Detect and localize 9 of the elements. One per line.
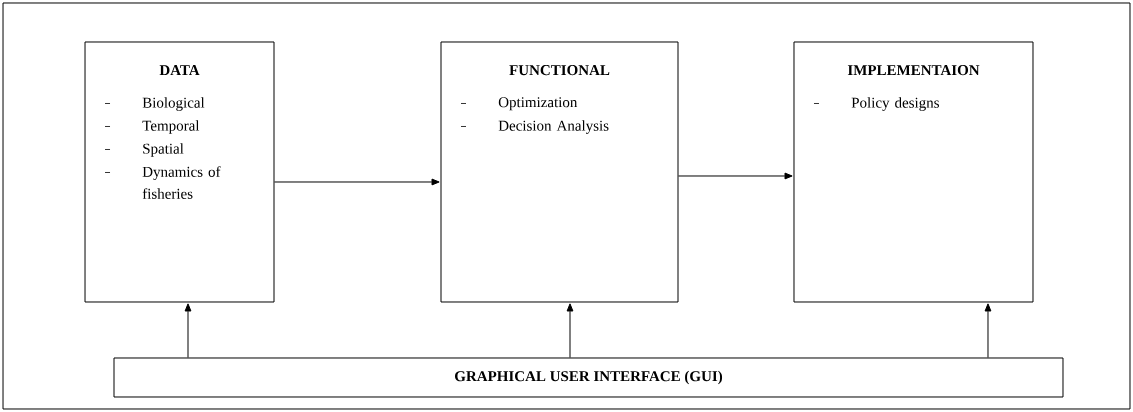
process-box: FUNCTIONAL Optimization Decision Analysis — [440, 41, 679, 303]
process-box: GRAPHICAL USER INTERFACE (GUI) — [113, 357, 1064, 398]
arrow — [984, 303, 992, 358]
arrow — [274, 178, 440, 186]
arrow — [566, 303, 574, 358]
process-box: DATA Biological Temporal Spatial Dynamics of fisheries — [84, 41, 275, 303]
arrow — [678, 172, 793, 180]
process-box: IMPLEMENTAION Policy designs — [793, 41, 1034, 303]
arrow — [184, 303, 192, 358]
